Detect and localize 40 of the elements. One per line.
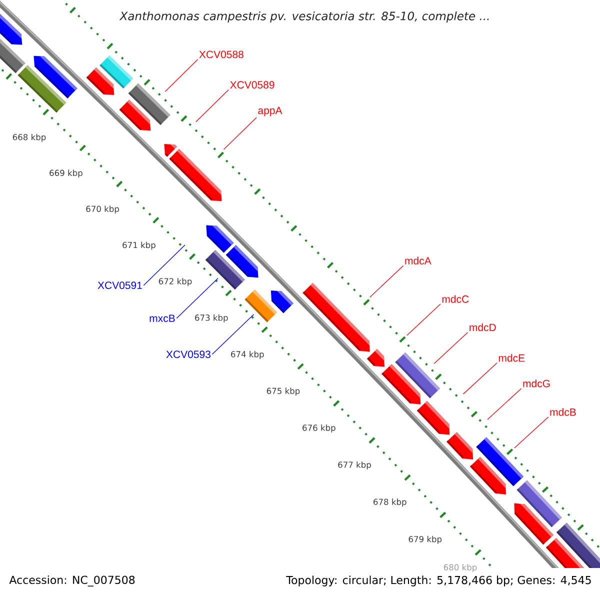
gene-label: mdcD: [470, 323, 496, 332]
scale-label: 675 kbp: [266, 388, 300, 396]
footer-text: Accession: NC_007508: [9, 576, 135, 586]
scale-label: 672 kbp: [158, 278, 192, 286]
gene-label: mdcA: [405, 256, 432, 264]
gene-label: mxcB: [150, 314, 175, 322]
scale-label: 671 kbp: [122, 242, 156, 250]
leader-line: [487, 388, 522, 420]
gene-label: XCV0593: [166, 350, 210, 358]
leader-line: [196, 89, 229, 122]
gene-label: mdcC: [442, 295, 469, 303]
scale-label: 674 kbp: [231, 350, 264, 359]
leader-line: [370, 265, 404, 298]
leader-line: [514, 416, 549, 448]
gene-label: mdcG: [523, 380, 550, 388]
title: Xanthomonas campestris pv. vesicatoria str. 85-10, complete ...: [118, 10, 492, 24]
scale-label: 678 kbp: [374, 498, 406, 507]
leader-line: [406, 304, 441, 336]
footer-text: Topology: circular; Length: 5,178,466 bp; Genes: 4,545: [286, 576, 591, 586]
scale-label: 680 kbp: [444, 564, 477, 572]
scale-label: 679 kbp: [408, 536, 442, 544]
gene-label: XCV0588: [199, 50, 244, 58]
scale-label: 676 kbp: [302, 424, 336, 432]
leader-line: [462, 362, 498, 394]
leader-line: [434, 332, 468, 364]
gene-label: XCV0591: [98, 282, 142, 290]
gene-label: mdcE: [498, 354, 525, 362]
scale-label: 669 kbp: [50, 170, 82, 178]
scale-label: 670 kbp: [86, 206, 119, 214]
gene-label: XCV0589: [230, 81, 274, 89]
leader-line: [164, 59, 198, 92]
gene-label: appA: [258, 106, 282, 116]
leader-line: [223, 117, 257, 150]
gene-label: mdcB: [550, 408, 576, 416]
leader-line: [176, 278, 218, 319]
scale-label: 677 kbp: [338, 461, 371, 470]
scale-label: 668 kbp: [12, 134, 46, 142]
scale-label: 673 kbp: [195, 314, 228, 322]
leader-line: [212, 314, 254, 355]
leader-line: [143, 244, 186, 286]
